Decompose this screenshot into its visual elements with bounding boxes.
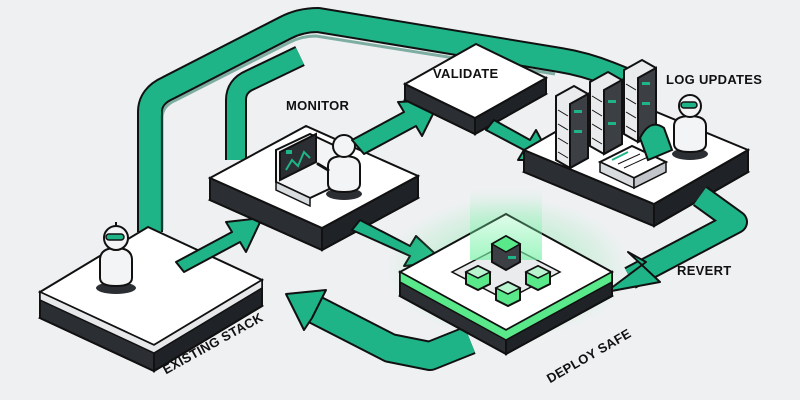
outer-loop-band <box>137 7 645 232</box>
arrow-existing-to-monitor <box>175 217 263 273</box>
band-return <box>285 289 476 371</box>
robot-icon <box>316 134 362 200</box>
cube-cluster-icon <box>464 234 552 308</box>
platform-deploy-safe <box>388 190 628 356</box>
label-validate: VALIDATE <box>433 66 499 81</box>
robot-icon <box>96 222 136 294</box>
label-log-updates: LOG UPDATES <box>666 72 763 87</box>
label-monitor: MONITOR <box>286 98 350 113</box>
document-stack-icon <box>597 123 674 190</box>
robot-icon <box>672 94 708 160</box>
arrow-monitor-to-validate <box>351 99 441 155</box>
label-revert: REVERT <box>677 263 732 278</box>
band-existing-up <box>225 46 305 160</box>
platform-validate <box>402 42 549 136</box>
server-rack-icon <box>555 58 657 170</box>
